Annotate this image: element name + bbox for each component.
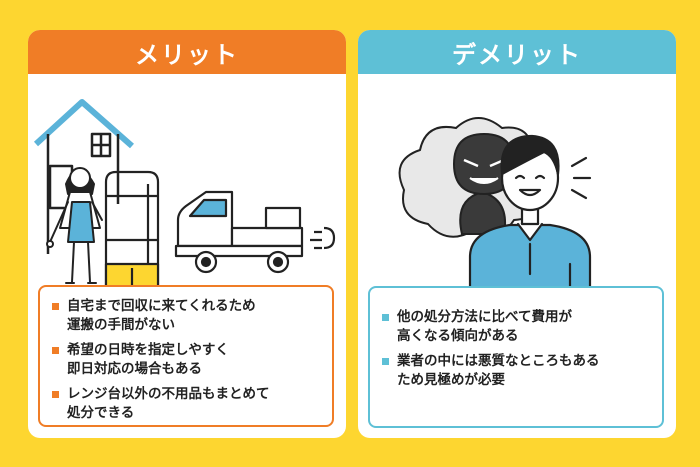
demerit-list: 他の処分方法に比べて費用が 高くなる傾向がある 業者の中には悪質なところもある …	[368, 286, 664, 428]
demerit-header: デメリット	[358, 30, 676, 74]
truck-icon	[174, 190, 336, 274]
merit-header: メリット	[28, 30, 346, 74]
demerit-card: デメリット 他の処	[358, 30, 676, 438]
list-item-text: 業者の中には悪質なところもある ため見極めが必要	[397, 353, 600, 388]
demerit-illustration	[398, 117, 592, 289]
list-item-text: 自宅まで回収に来てくれるため 運搬の手間がない	[67, 298, 256, 333]
smiling-man-icon	[468, 134, 592, 289]
bullet-icon	[382, 314, 389, 321]
shady-figure-icon	[452, 132, 516, 235]
merit-title: メリット	[135, 40, 239, 69]
bullet-icon	[52, 391, 59, 398]
woman-icon	[46, 167, 103, 284]
list-item: レンジ台以外の不用品もまとめて 処分できる	[52, 385, 322, 423]
list-item-text: 他の処分方法に比べて費用が 高くなる傾向がある	[397, 309, 572, 344]
bullet-icon	[52, 347, 59, 354]
range-stand-icon	[104, 170, 160, 289]
list-item: 希望の日時を指定しやすく 即日対応の場合もある	[52, 341, 322, 379]
merit-illustration	[33, 99, 336, 289]
bullet-icon	[52, 303, 59, 310]
merit-card: メリット	[28, 30, 346, 438]
merit-list: 自宅まで回収に来てくれるため 運搬の手間がない 希望の日時を指定しやすく 即日対…	[38, 285, 334, 427]
list-item-text: レンジ台以外の不用品もまとめて 処分できる	[67, 386, 270, 421]
bullet-icon	[382, 358, 389, 365]
demerit-title: デメリット	[452, 40, 582, 69]
list-item-text: 希望の日時を指定しやすく 即日対応の場合もある	[67, 342, 229, 377]
list-item: 業者の中には悪質なところもある ため見極めが必要	[382, 352, 652, 390]
list-item: 自宅まで回収に来てくれるため 運搬の手間がない	[52, 297, 322, 335]
list-item: 他の処分方法に比べて費用が 高くなる傾向がある	[382, 308, 652, 346]
